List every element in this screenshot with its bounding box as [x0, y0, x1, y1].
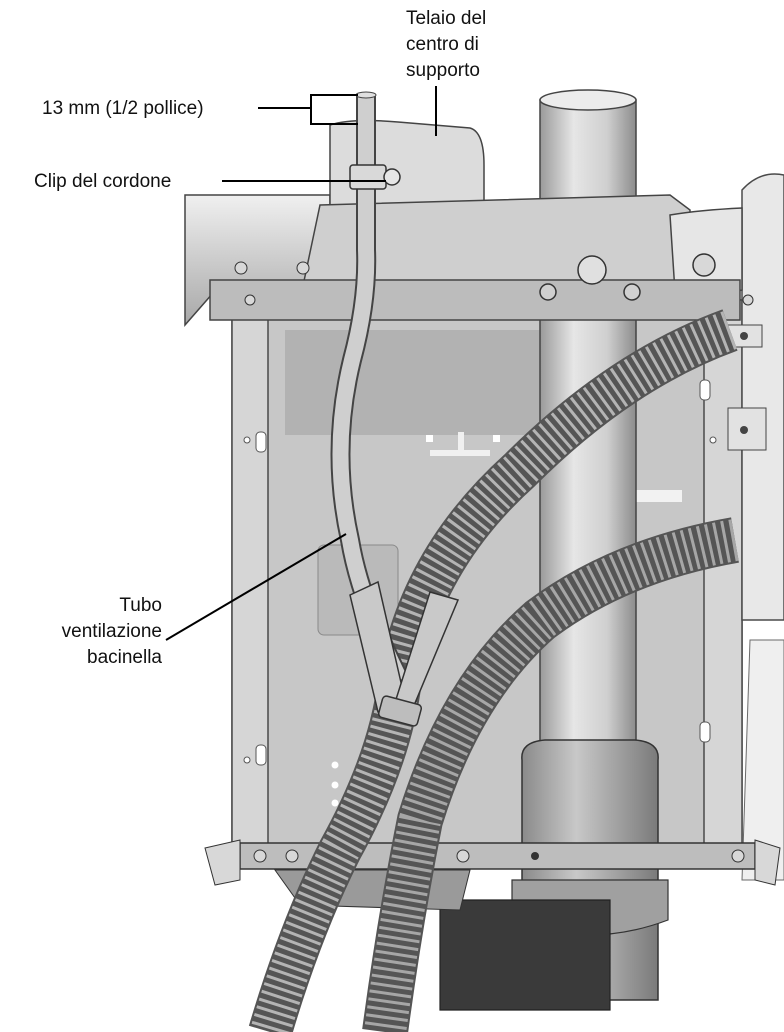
label-telaio-line2: centro di: [406, 34, 479, 55]
label-telaio-line3: supporto: [406, 60, 480, 81]
callout-cord-clip: Clip del cordone: [34, 171, 386, 192]
callout-dimension: 13 mm (1/2 pollice): [42, 94, 358, 125]
callout-support-frame: Telaio del centro di supporto: [406, 8, 486, 136]
column-base-cup: [439, 739, 669, 1011]
drain-hose: [248, 309, 740, 1032]
support-center-frame: [184, 119, 754, 327]
callout-vent-tube: Tubo ventilazione bacinella: [62, 533, 347, 668]
label-telaio-line1: Telaio del: [406, 8, 486, 29]
y-connector: [349, 580, 460, 727]
cord-clip: [349, 164, 401, 190]
label-tubo-line2: ventilazione: [62, 621, 162, 642]
right-casing: [727, 173, 784, 881]
label-clip: Clip del cordone: [34, 171, 171, 192]
label-tubo-line1: Tubo: [119, 595, 162, 616]
label-tubo-line3: bacinella: [87, 647, 162, 668]
label-dimension: 13 mm (1/2 pollice): [42, 98, 204, 119]
